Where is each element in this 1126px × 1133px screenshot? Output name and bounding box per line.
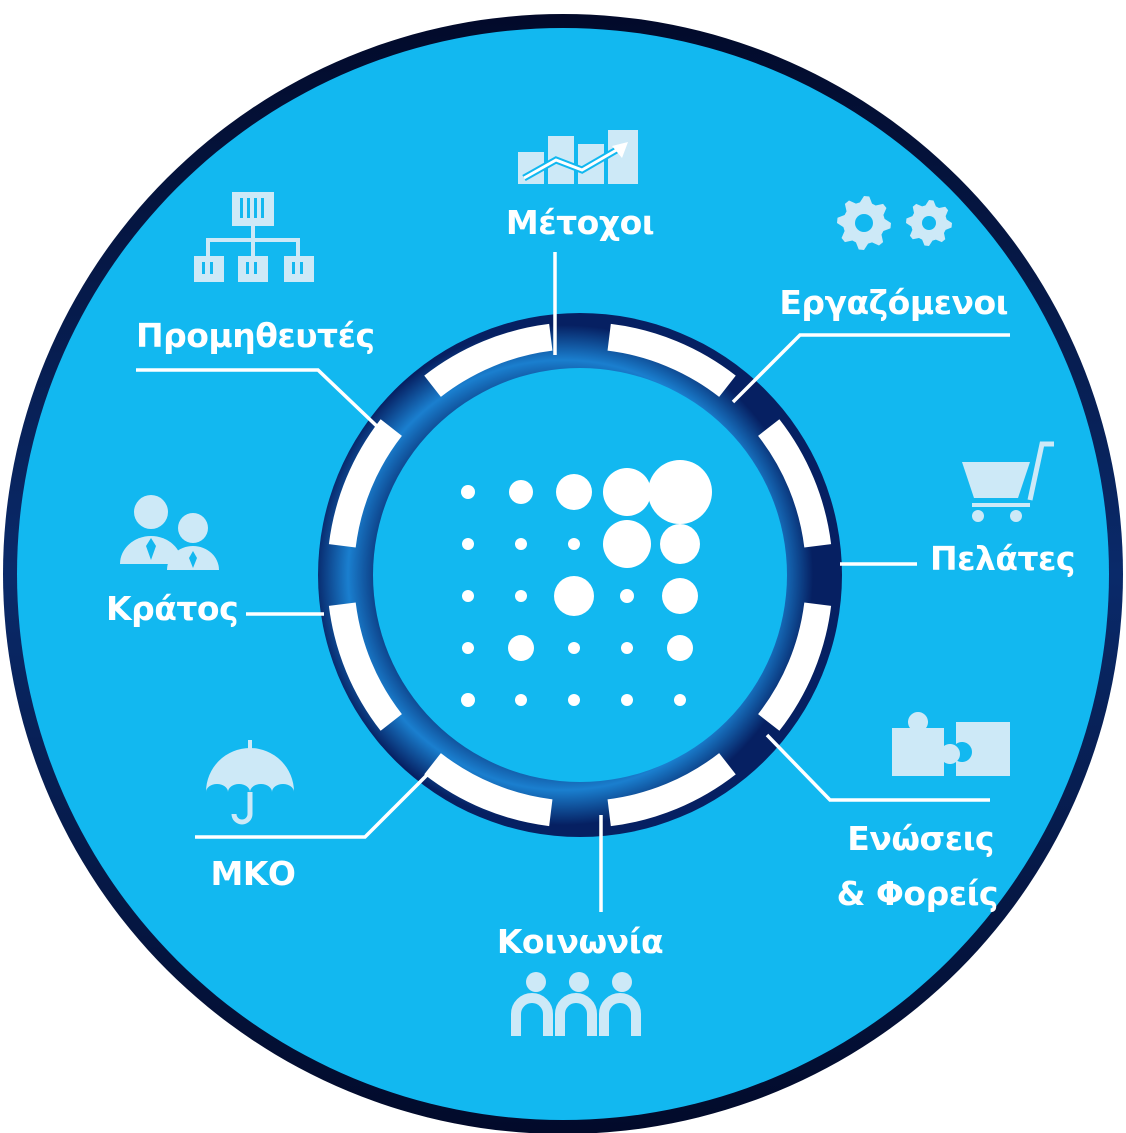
label-associations-line1: Ενώσεις [847,819,994,858]
logo-dot [662,578,698,614]
logo-dot [660,524,700,564]
supply-network-icon [194,192,314,282]
label-shareholders: Μέτοχοι [506,203,654,242]
ring-segment [607,753,736,827]
label-customers: Πελάτες [930,539,1075,578]
logo-dot [620,589,634,603]
segmented-ring [328,323,832,827]
leader-suppliers [136,368,385,434]
label-society: Κοινωνία [497,922,663,961]
label-employees: Εργαζόμενοι [779,283,1008,322]
gears-icon [837,196,952,250]
logo-dot [674,694,686,706]
leader-employees [731,333,1010,404]
logo-dot [603,468,651,516]
label-state: Κράτος [106,589,238,628]
logo-dot [568,642,580,654]
logo-dot [462,642,474,654]
label-associations-line2: & Φορείς [837,874,998,913]
logo-dot [568,538,580,550]
dot-grid-logo-icon [461,460,712,707]
logo-dot [667,635,693,661]
ring-segment [607,323,736,397]
ring-segment [328,602,402,731]
center-disc [373,368,787,782]
logo-dot [515,694,527,706]
puzzle-icon [892,712,1010,776]
logo-dot [462,538,474,550]
logo-dot [461,485,475,499]
umbrella-icon [206,740,294,825]
logo-dot [554,576,594,616]
logo-dot [508,635,534,661]
label-ngo: ΜΚΟ [211,854,296,893]
growth-chart-icon [518,130,638,184]
logo-dot [556,474,592,510]
people-group-icon [511,972,641,1036]
logo-dot [515,590,527,602]
logo-dot [509,480,533,504]
logo-dot [621,694,633,706]
shopping-cart-icon [962,441,1054,522]
logo-dot [462,590,474,602]
logo-dot [515,538,527,550]
logo-dot [621,642,633,654]
ring-segment [424,323,553,397]
ring-segment [424,753,553,827]
leader-associations [765,733,990,802]
logo-dot [461,693,475,707]
business-people-icon [120,495,219,570]
ring-segment [328,419,402,548]
logo-dot [568,694,580,706]
leader-ngo [195,770,432,839]
ring-segment [758,419,832,548]
logo-dot [648,460,712,524]
ring-segment [758,602,832,731]
logo-dot [603,520,651,568]
label-suppliers: Προμηθευτές [136,316,375,355]
